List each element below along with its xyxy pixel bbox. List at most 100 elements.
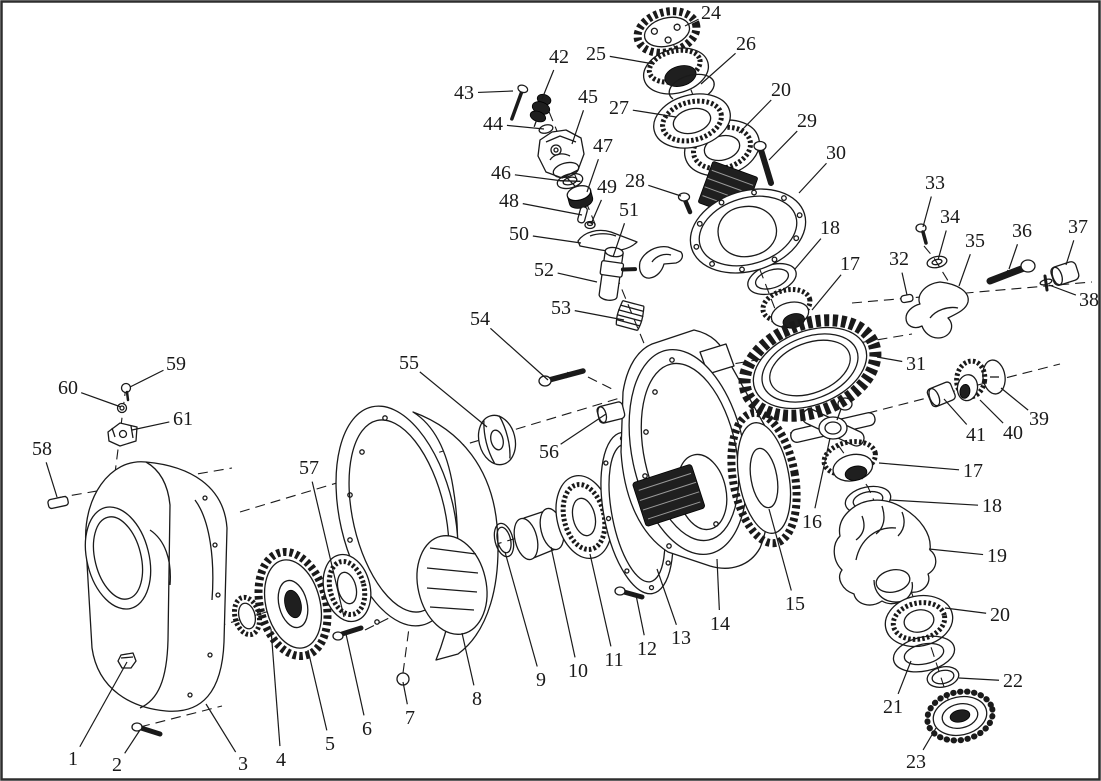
leader-line-30-28 [648,184,682,197]
leader-line-35-33 [922,196,932,228]
part-main-housing-14 [620,329,771,569]
leader-line-36-34 [937,230,947,261]
callout-24-25: 25 [586,43,606,65]
part-nut-1 [117,652,137,669]
callout-39-37: 37 [1068,216,1088,238]
part-bolt-36 [986,259,1036,285]
leader-line-2-3 [205,703,237,753]
callout-12-13: 13 [671,627,691,649]
leader-line-45-43 [477,90,514,94]
part-shift-housing-45 [537,129,585,179]
leader-line-58-56 [560,413,607,445]
leader-line-59-57 [311,481,345,618]
part-ring-gear-31 [738,314,882,422]
part-bolt-6 [332,625,364,641]
leader-line-50-48 [522,203,583,216]
part-detent-plate-50 [577,229,638,252]
callout-1-2: 2 [112,754,122,776]
leader-line-62-60 [80,392,122,408]
callout-48-46: 46 [491,162,511,184]
callout-53-51: 51 [619,199,639,221]
part-pin-32 [900,293,914,304]
leader-line-52-50 [532,235,582,244]
part-shift-fork-35 [905,281,969,339]
part-drum-47 [566,185,594,209]
callout-30-28: 28 [625,170,645,192]
leader-line-53-51 [612,223,626,258]
leader-line-42-40 [979,399,1004,424]
part-pin-56 [596,401,626,424]
leader-line-47-45 [571,110,585,145]
part-bearing-20b [884,594,954,648]
leader-line-48-46 [514,174,564,182]
callout-63-61: 61 [173,408,193,430]
part-clamp-61 [107,422,138,447]
leader-line-43-41 [943,398,968,425]
part-bevel-pinion-4 [231,594,263,638]
callout-20-21: 21 [883,696,903,718]
part-bearing-27 [653,93,731,149]
leader-line-14-15 [768,508,792,591]
part-spring-53 [615,299,645,332]
part-side-gear-17a [760,286,813,329]
callout-37-35: 35 [965,230,985,252]
leader-line-60-58 [45,462,58,498]
callout-10-11: 11 [604,649,623,671]
part-bolt-54 [538,368,586,387]
part-roller-55 [477,414,517,466]
leader-line-4-5 [307,649,328,731]
part-nut-60 [116,402,128,414]
leader-line-16-17 [878,462,960,471]
leader-line-57-55 [419,371,488,428]
part-spacer-10 [513,507,565,561]
callout-46-44: 44 [483,113,503,135]
part-bearing-57 [322,553,372,623]
callout-3-4: 4 [276,749,286,771]
callout-19-20: 20 [990,604,1010,626]
leader-line-27-20 [738,99,772,134]
callout-40-38: 38 [1079,289,1099,311]
part-intermediate-housing-8 [335,405,499,661]
callout-52-50: 50 [509,223,529,245]
callout-44-42: 42 [549,46,569,68]
leader-line-9-10 [550,546,576,658]
leader-line-32-17 [811,274,842,311]
callout-27-20: 20 [771,79,791,101]
part-roller-41 [926,381,956,408]
callout-13-14: 14 [710,613,730,635]
leader-line-46-44 [506,124,545,130]
callout-31-18: 18 [820,217,840,239]
leader-line-26-27 [632,109,677,118]
callout-7-8: 8 [472,688,482,710]
callout-59-57: 57 [299,457,319,479]
leader-line-8-9 [504,551,538,667]
callout-57-55: 55 [399,352,419,374]
part-stud-43 [510,84,529,121]
leader-line-18-19 [928,548,984,556]
callout-5-6: 6 [362,718,372,740]
callout-0-1: 1 [68,748,78,770]
part-pin-58 [47,495,69,510]
leader-line-39-37 [1065,240,1075,266]
leader-line-6-7 [402,681,408,705]
callout-28-29: 29 [797,110,817,132]
leader-line-24-25 [609,55,655,65]
leader-line-28-29 [768,130,798,161]
callout-38-36: 36 [1012,220,1032,242]
callout-21-22: 22 [1003,670,1023,692]
part-spider-cross-16 [790,397,876,447]
callout-35-33: 33 [925,172,945,194]
leader-line-5-6 [345,633,365,716]
leader-line-12-13 [656,568,677,625]
leader-line-0-1 [79,661,128,748]
part-diff-case-19 [833,499,937,606]
parts-artwork [47,7,1080,744]
leader-line-20-21 [897,660,912,695]
part-snap-ring-9 [493,522,515,558]
leader-line-41-39 [1000,387,1029,411]
part-washer-21 [892,635,956,673]
callout-11-12: 12 [637,638,657,660]
leader-line-54-52 [557,272,598,283]
